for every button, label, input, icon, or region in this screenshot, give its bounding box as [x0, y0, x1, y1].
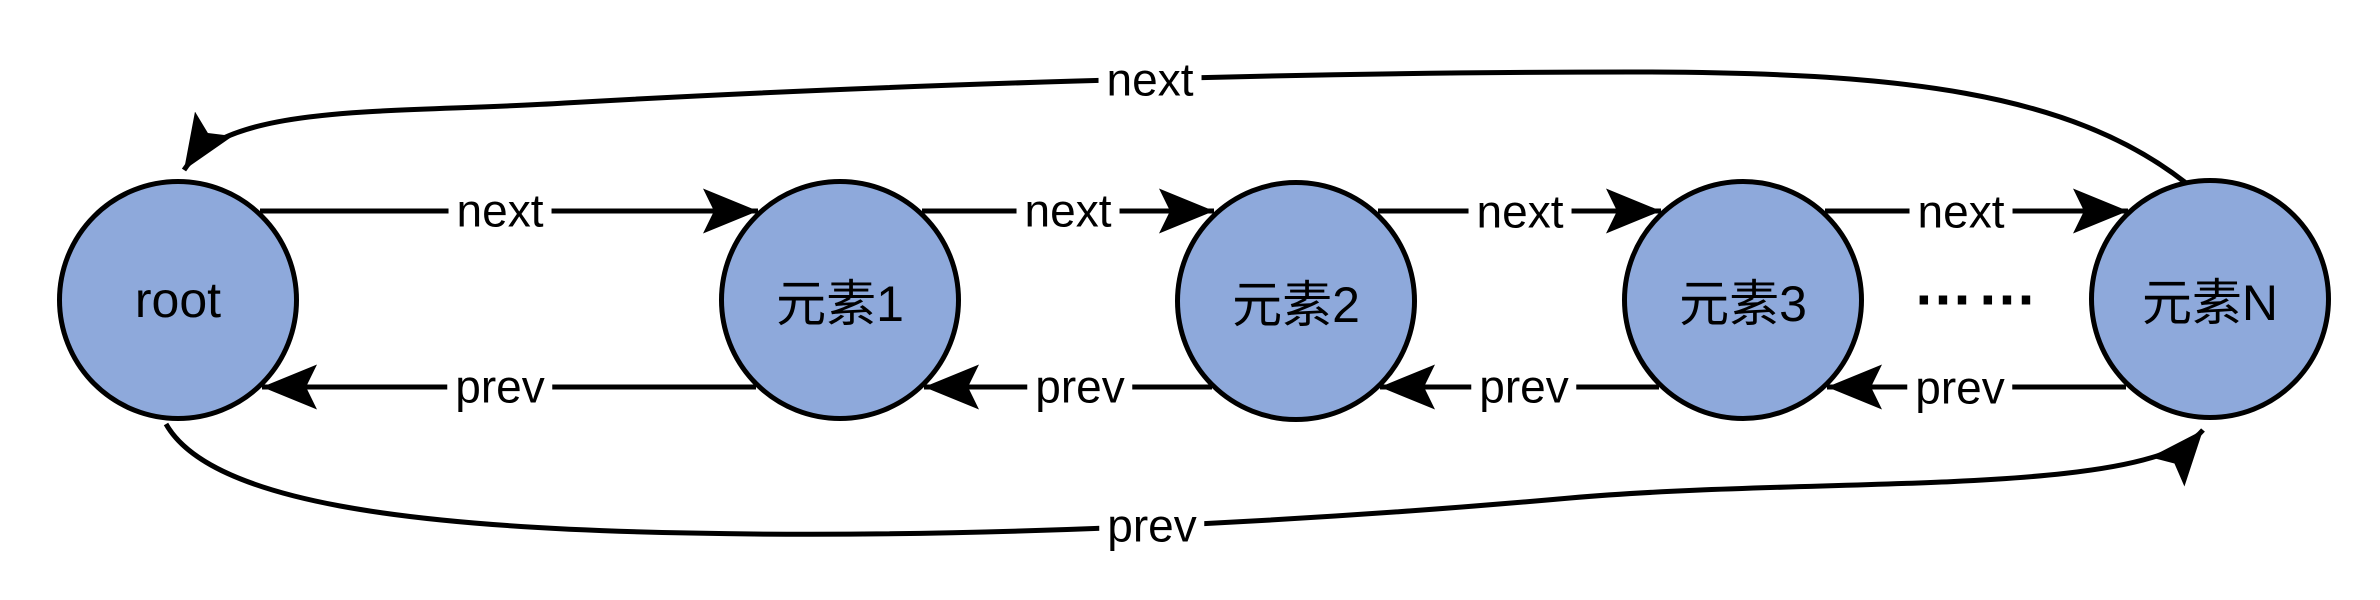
node-element-1: 元素1 [719, 179, 961, 421]
node-element-3-label: 元素3 [1679, 276, 1807, 332]
edge-label-prev-element1-root: prev [447, 362, 553, 413]
node-element-n-label: 元素N [2141, 275, 2279, 331]
node-root: root [57, 179, 299, 421]
node-element-2: 元素2 [1175, 180, 1417, 422]
node-root-label: root [134, 272, 222, 328]
node-element-2-label: 元素2 [1232, 277, 1360, 333]
edge-label-prev-element2-element1: prev [1027, 362, 1133, 413]
edge-label-next-root-element1: next [448, 186, 552, 237]
node-element-1-label: 元素1 [776, 276, 904, 332]
edge-label-next-top-arc: next [1098, 55, 1202, 106]
edge-label-prev-elementN-element3: prev [1907, 363, 2013, 414]
node-element-3: 元素3 [1622, 179, 1864, 421]
edge-label-next-element2-element3: next [1468, 187, 1572, 238]
edge-label-next-element3-elementN: next [1909, 187, 2013, 238]
ellipsis-dots: …… [1913, 250, 2041, 318]
edge-label-prev-bottom-arc: prev [1099, 501, 1205, 552]
node-element-n: 元素N [2089, 178, 2331, 420]
edge-label-next-element1-element2: next [1016, 186, 1120, 237]
edge-label-prev-element3-element2: prev [1471, 362, 1577, 413]
